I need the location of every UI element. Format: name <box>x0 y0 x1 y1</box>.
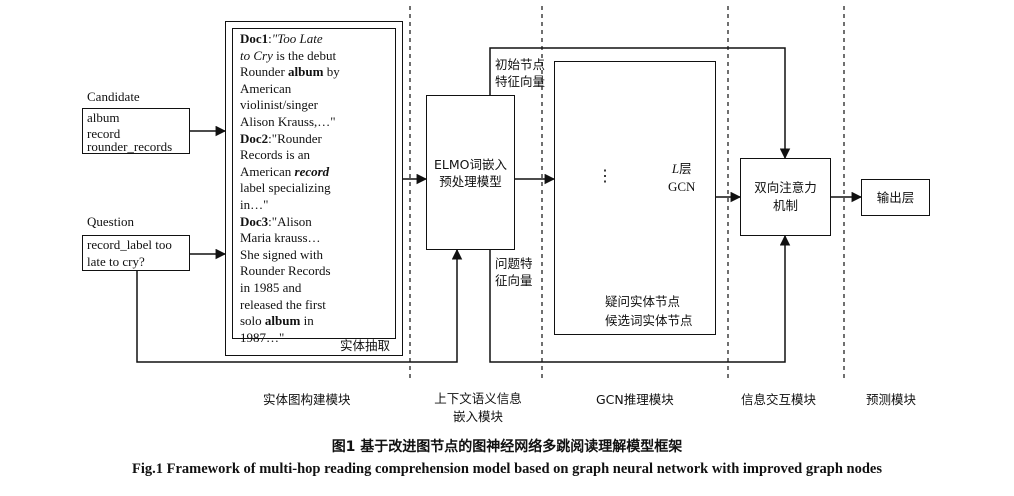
entity-extraction-label: 实体抽取 <box>340 338 391 353</box>
question-feature-arrow <box>489 234 791 363</box>
candidate-item: rounder_records <box>87 138 173 154</box>
module-label-context-line: 嵌入模块 <box>452 409 503 424</box>
attention-box: 双向注意力 机制 <box>740 158 831 236</box>
legend-question-label: 疑问实体节点 <box>605 294 681 309</box>
doc3-text: 1987…" <box>240 329 285 345</box>
documents-box: Doc1:"Too Late to Cry is the debut Round… <box>232 28 396 345</box>
doc1-text: American <box>240 80 292 96</box>
doc3-text: She signed with <box>240 246 324 262</box>
doc1-text: by <box>323 64 340 80</box>
initial-feature-arrow <box>489 47 791 160</box>
gcn-ellipsis: ⋮ <box>597 166 613 185</box>
module-label-entity-graph: 实体图构建模块 <box>263 392 351 407</box>
doc3-text: Maria krauss… <box>240 230 321 246</box>
doc3-text: solo <box>240 313 265 329</box>
question-feature-label: 问题特 征向量 <box>495 255 533 289</box>
doc1-text: to Cry <box>240 47 273 63</box>
module-separators <box>409 6 845 380</box>
doc1-text: "Too Late <box>271 31 323 46</box>
candidate-box: album record rounder_records <box>82 108 190 154</box>
module-label-prediction: 预测模块 <box>866 392 917 407</box>
gcn-layer-name: GCN <box>668 179 696 194</box>
doc2-text: Records is an <box>240 147 311 163</box>
doc1-tag: Doc1 <box>240 31 269 46</box>
doc2-text: record <box>294 163 330 179</box>
gcn-layer-italic: L <box>671 161 680 176</box>
doc2-text: :"Rounder <box>268 130 322 146</box>
initial-feature-label: 初始节点 特征向量 <box>495 56 545 90</box>
candidate-item: album <box>87 110 120 125</box>
doc1-text: Alison Krauss,…" <box>240 113 336 129</box>
elmo-box: ELMO词嵌入 预处理模型 <box>426 95 515 250</box>
doc3-tag: Doc3 <box>240 213 269 229</box>
attention-box-line: 机制 <box>772 198 798 213</box>
module-label-interaction: 信息交互模块 <box>741 392 817 407</box>
question-line: record_label too <box>87 237 172 252</box>
question-box: record_label too late to cry? <box>82 235 190 271</box>
elmo-box-line: 预处理模型 <box>439 174 502 189</box>
doc2-tag: Doc2 <box>240 130 269 146</box>
question-feature-line: 征向量 <box>495 273 533 288</box>
caption-chinese: 图1 基于改进图节点的图神经网络多跳阅读理解模型框架 <box>331 439 683 455</box>
question-feature-line: 问题特 <box>495 256 533 271</box>
doc3-text: Rounder Records <box>240 263 331 279</box>
doc1-text: album <box>288 64 324 80</box>
doc2-text: American <box>240 163 295 179</box>
doc3-text: :"Alison <box>268 213 312 229</box>
legend-candidate-label: 候选词实体节点 <box>605 313 693 328</box>
module-label-context: 上下文语义信息 嵌入模块 <box>423 390 533 426</box>
doc3-text: released the first <box>240 296 326 312</box>
initial-feature-line: 初始节点 <box>495 57 546 72</box>
elmo-box-line: ELMO词嵌入 <box>434 157 507 172</box>
module-label-gcn: GCN推理模块 <box>596 392 674 407</box>
gcn-layer-rest: 层 <box>679 161 692 176</box>
gcn-box <box>554 61 716 335</box>
doc1-text: violinist/singer <box>240 97 318 113</box>
question-loop-arrow <box>136 248 463 363</box>
doc2-text: in…" <box>240 196 269 212</box>
output-box: 输出层 <box>861 179 930 216</box>
candidate-item: record <box>87 125 121 141</box>
doc2-text: label specializing <box>240 180 331 196</box>
question-label: Question <box>87 214 134 229</box>
doc1-text: Rounder <box>240 64 289 80</box>
candidate-label: Candidate <box>87 89 140 104</box>
doc3-text: album <box>264 313 301 329</box>
doc3-text: in <box>300 313 314 329</box>
doc3-text: in 1985 and <box>240 279 302 295</box>
question-line: late to cry? <box>87 253 145 269</box>
attention-box-line: 双向注意力 <box>754 180 817 195</box>
initial-feature-line: 特征向量 <box>495 74 546 89</box>
module-label-context-line: 上下文语义信息 <box>434 391 522 406</box>
caption-english: Fig.1 Framework of multi-hop reading com… <box>131 461 882 477</box>
doc1-text: is the debut <box>272 47 337 63</box>
gcn-layer-label: L层 GCN <box>668 160 695 195</box>
